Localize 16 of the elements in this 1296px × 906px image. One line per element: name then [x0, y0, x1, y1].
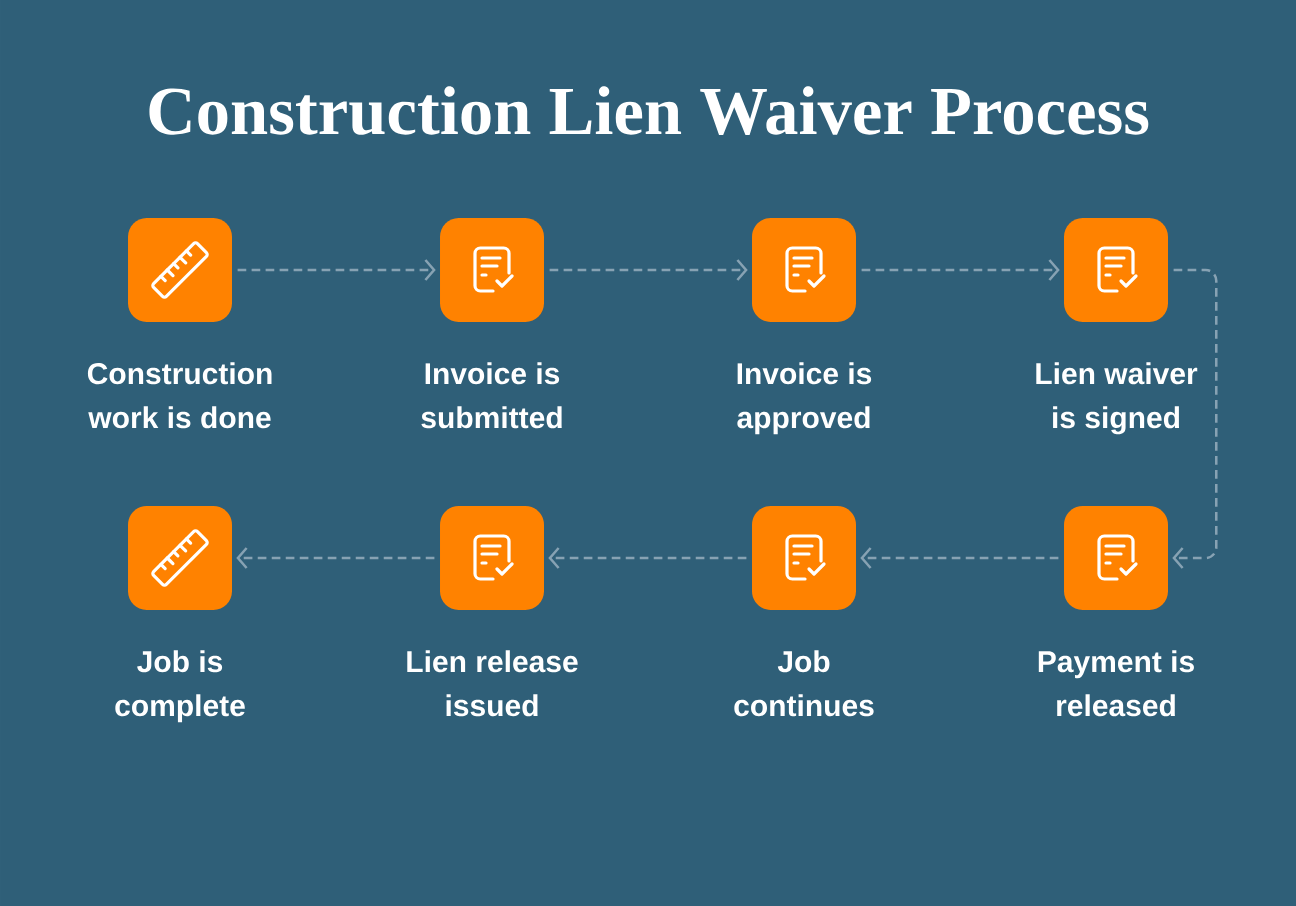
- step-label: Invoice is approved: [737, 362, 872, 435]
- arrow: [549, 259, 748, 281]
- arrow: [237, 259, 436, 281]
- step-label: Lien waiver is signed: [1036, 362, 1198, 435]
- step-label: Job is complete: [115, 650, 245, 723]
- arrow: [861, 259, 1060, 281]
- step-label: Invoice is submitted: [421, 362, 562, 429]
- title: Construction Lien Waiver Process: [149, 86, 1149, 136]
- step-label: Job continues: [734, 650, 874, 717]
- arrow: [548, 547, 747, 569]
- arrow: [1172, 268, 1218, 569]
- step-label: Lien release issued: [407, 650, 578, 717]
- step-label: Construction work is done: [87, 362, 272, 429]
- arrow: [236, 547, 435, 569]
- step-label: Payment is released: [1038, 650, 1194, 717]
- arrow: [860, 547, 1059, 569]
